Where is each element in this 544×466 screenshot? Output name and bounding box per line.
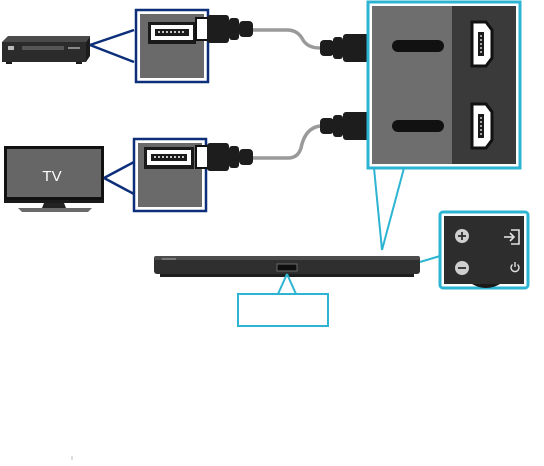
hdmi-port-icon <box>144 147 194 169</box>
power-icon <box>510 262 520 273</box>
hdmi-port-icon <box>470 20 494 68</box>
player-callout-lines <box>89 28 135 64</box>
hdmi-port-icon <box>148 22 196 44</box>
minus-icon <box>455 261 469 275</box>
hdmi-plug-icon <box>195 143 253 171</box>
rear-panel-callout-lines <box>373 167 405 251</box>
control-panel-zoom <box>419 210 530 290</box>
hdmi-cable-top <box>252 28 321 50</box>
soundbar-display-window <box>276 263 298 272</box>
hdmi-cable-bottom <box>252 124 321 160</box>
display-callout <box>237 273 329 327</box>
tv-label: TV <box>42 168 61 185</box>
soundbar-rear-panel-zoom <box>366 0 522 170</box>
hdmi-port-icon <box>470 102 494 150</box>
source-input-icon <box>504 229 520 245</box>
bluray-player-icon <box>2 36 90 64</box>
tv-callout-lines <box>103 160 135 196</box>
plus-icon <box>455 229 469 243</box>
tv-icon <box>4 146 104 212</box>
hdmi-plug-icon <box>195 15 253 43</box>
